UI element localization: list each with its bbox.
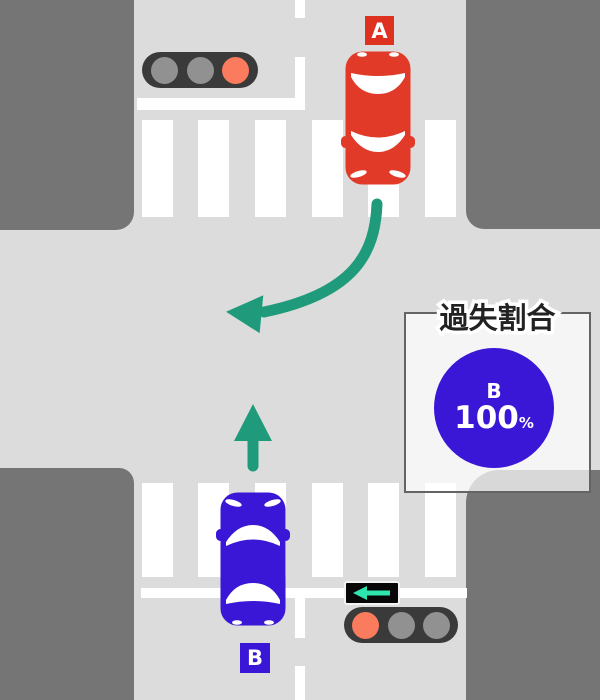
signal-light-off <box>150 56 178 84</box>
stop-line-north <box>137 98 305 110</box>
car-b-label: B <box>240 643 270 673</box>
car-a-arrowhead-icon <box>226 295 264 334</box>
crosswalk-stripe <box>142 120 173 217</box>
building-top-left <box>0 0 134 230</box>
crosswalk-north <box>134 120 466 217</box>
signal-light-off <box>422 611 450 639</box>
car-b-arrowhead-icon <box>234 404 272 441</box>
car-a-label: A <box>365 16 394 45</box>
traffic-light-south <box>344 607 458 643</box>
crosswalk-stripe <box>368 483 399 577</box>
crosswalk-stripe <box>312 483 343 577</box>
center-line-dash <box>295 0 305 18</box>
crosswalk-stripe <box>142 483 173 577</box>
signal-light-red <box>222 56 250 84</box>
building-bottom-left <box>0 468 134 700</box>
left-turn-signal-sign <box>344 581 400 605</box>
center-line-dash <box>295 666 305 700</box>
building-bottom-right <box>466 470 600 700</box>
crosswalk-stripe <box>198 120 229 217</box>
center-line-dash <box>295 598 305 638</box>
signal-light-red <box>352 611 380 639</box>
fault-subject: B <box>486 379 502 404</box>
stop-line-south <box>141 588 467 598</box>
fault-ratio-panel: 過失割合 B 100% <box>404 298 591 493</box>
building-top-right <box>466 0 600 229</box>
car-a-right-turn-arrow <box>258 198 383 318</box>
traffic-light-north <box>142 52 258 88</box>
left-arrow-icon <box>353 586 390 600</box>
crosswalk-stripe <box>425 120 456 217</box>
crosswalk-stripe <box>425 483 456 577</box>
car-a-icon <box>341 51 415 185</box>
car-b-icon <box>216 492 290 626</box>
crosswalk-stripe <box>255 120 286 217</box>
crosswalk-stripe <box>312 120 343 217</box>
center-line-dash <box>295 57 305 98</box>
fault-ratio-title: 過失割合 <box>436 298 559 339</box>
fault-ratio-circle: B 100% <box>434 348 554 468</box>
fault-value-row: 100% <box>454 402 534 435</box>
fault-unit: % <box>518 414 534 433</box>
signal-light-off <box>186 56 214 84</box>
fault-value: 100 <box>454 400 519 437</box>
signal-light-off <box>387 611 415 639</box>
crosswalk-south <box>134 483 466 577</box>
